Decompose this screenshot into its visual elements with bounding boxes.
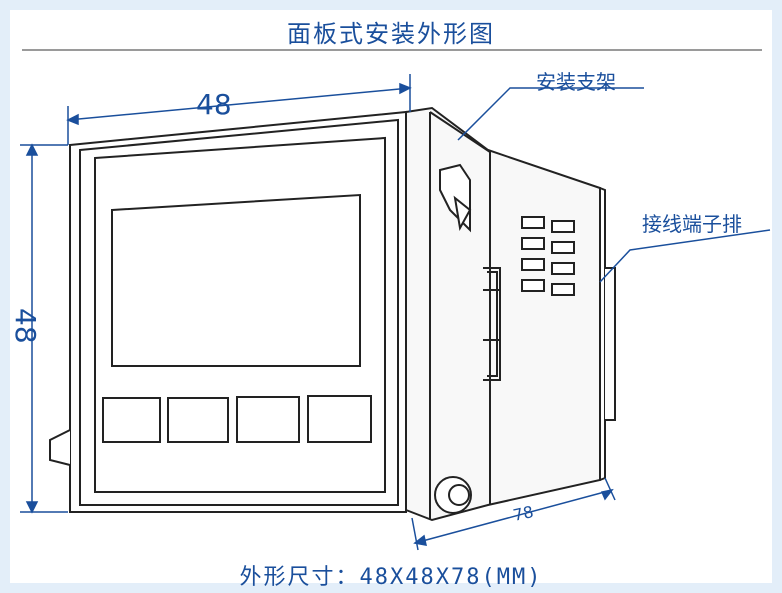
dimension-footer: 外形尺寸：48X48X78(MM)	[239, 565, 543, 590]
front-buttons	[102, 395, 372, 443]
page-title: 面板式安装外形图	[287, 20, 495, 48]
callout-leaders	[457, 87, 771, 283]
width-dimension-label: 48	[196, 88, 232, 121]
height-dimension-label: 48	[9, 308, 42, 344]
vent-slots	[521, 216, 575, 296]
terminal-callout-label: 接线端子排	[642, 212, 742, 236]
dimension-lines	[20, 74, 616, 551]
bracket-callout-label: 安装支架	[536, 70, 616, 94]
device-front	[49, 110, 407, 513]
device-side-body	[405, 106, 616, 522]
